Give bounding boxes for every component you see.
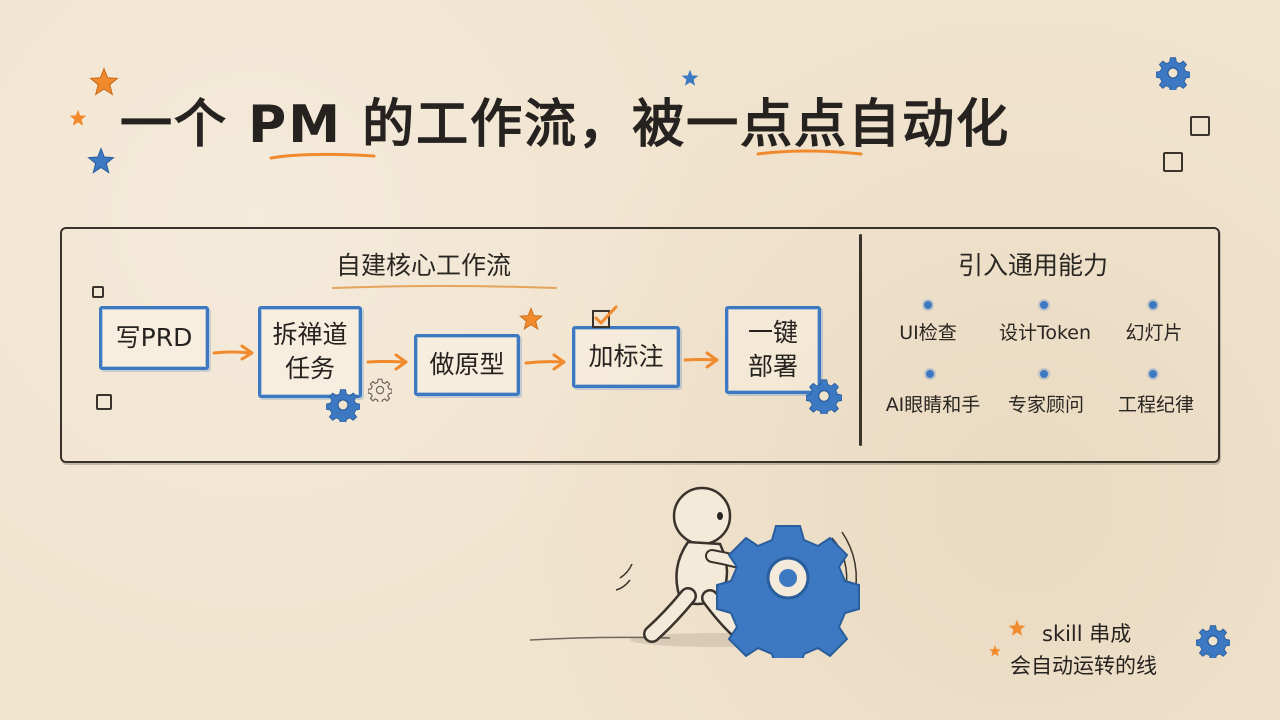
core-workflow-title: 自建核心工作流 <box>336 251 512 280</box>
step-label: 写PRD <box>115 323 193 352</box>
capability-dot <box>926 370 934 378</box>
star-icon <box>87 147 115 174</box>
workflow-frame <box>60 227 1220 463</box>
title-underline <box>756 149 863 156</box>
checkbox-icon <box>1163 152 1183 172</box>
arrow-icon <box>683 351 719 369</box>
general-capability-title: 引入通用能力 <box>958 251 1109 280</box>
section-divider <box>859 234 862 446</box>
gear-icon <box>1196 625 1230 658</box>
arrow-icon <box>212 344 254 361</box>
capability-dot <box>1040 370 1048 378</box>
arrow-icon <box>524 353 566 371</box>
capability-dot <box>1040 301 1048 309</box>
capability-dot <box>1149 370 1157 378</box>
capability-item: UI检查 <box>899 322 957 344</box>
step-label-line1: 拆禅道 <box>272 320 348 349</box>
step-label: 做原型 <box>429 350 505 379</box>
star-icon <box>519 306 543 331</box>
star-icon <box>681 69 699 86</box>
step-label-line2: 部署 <box>747 352 798 381</box>
capability-item: 专家顾问 <box>1007 394 1084 416</box>
gear-icon <box>326 389 360 422</box>
checkbox-icon <box>96 394 112 410</box>
caption-line2: 会自动运转的线 <box>1010 654 1157 678</box>
caption-line1: skill 串成 <box>1042 622 1132 646</box>
step-split-tasks: 拆禅道 任务 <box>258 306 362 398</box>
step-label-line1: 一键 <box>747 318 798 347</box>
checkbox-icon <box>592 305 618 328</box>
star-icon <box>989 645 1001 657</box>
step-label: 加标注 <box>588 342 664 371</box>
gear-icon <box>806 379 842 414</box>
arrow-icon <box>366 353 408 371</box>
gear-icon <box>1156 57 1190 90</box>
checkbox-icon <box>1190 116 1210 136</box>
capability-dot <box>924 301 932 309</box>
step-label-line2: 任务 <box>284 354 335 383</box>
page-title: 一个 PM 的工作流，被一点点自动化 <box>120 95 1011 155</box>
step-deploy: 一键 部署 <box>725 306 821 394</box>
capability-item: 幻灯片 <box>1125 322 1183 344</box>
star-icon <box>69 109 87 126</box>
capability-item: 设计Token <box>998 322 1092 344</box>
capability-dot <box>1149 301 1157 309</box>
gear-icon <box>368 378 392 402</box>
section-underline <box>332 285 557 289</box>
step-annotate: 加标注 <box>572 326 680 388</box>
capability-item: 工程纪律 <box>1117 394 1194 416</box>
star-icon <box>89 67 119 96</box>
step-write-prd: 写PRD <box>99 306 209 370</box>
step-prototype: 做原型 <box>414 334 520 396</box>
title-underline <box>269 152 376 160</box>
checkbox-icon <box>92 286 104 298</box>
figure-pushing-gear-illustration <box>529 486 860 658</box>
star-icon <box>1008 619 1026 636</box>
capability-item: AI眼睛和手 <box>885 394 981 416</box>
